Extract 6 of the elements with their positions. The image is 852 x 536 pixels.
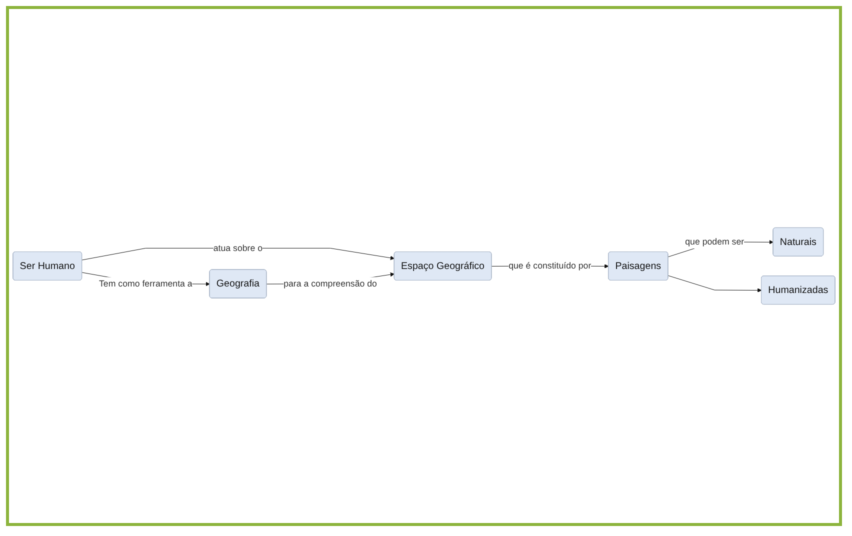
edge-label: Tem como ferramenta a — [98, 278, 192, 288]
edge-label: atua sobre o — [213, 243, 263, 253]
edge-label: para a compreensão do — [284, 278, 377, 288]
edge-label: que podem ser — [685, 236, 744, 247]
edge-label: que é constituído por — [508, 260, 592, 271]
frame-border: Tem como ferramenta a atua sobre o para a compreensão do que é constituído por que podem ser Ser Humano Geografia Espaço Geográfico Paisagens Naturais Humanizadas — [6, 6, 842, 526]
